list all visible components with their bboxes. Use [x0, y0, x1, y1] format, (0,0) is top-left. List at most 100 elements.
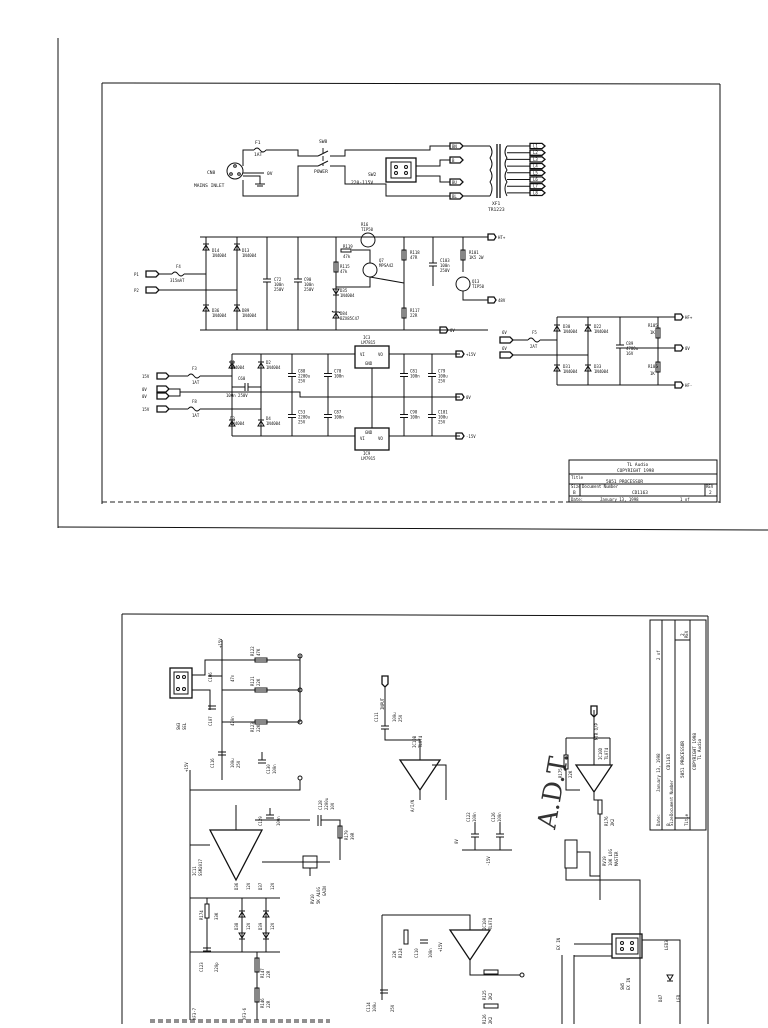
- rv10-ref: RV10: [310, 894, 315, 904]
- q13-part: TIP50: [472, 284, 485, 289]
- fuse-f1-value: 1AT: [254, 152, 263, 158]
- r125-value: 2K2: [488, 992, 493, 1000]
- r124-ref: R124: [398, 948, 403, 958]
- c111-rating: 25V: [398, 714, 403, 722]
- d47-value: LED: [676, 994, 681, 1002]
- heater-rectifier-section: 6V 6V F5 2AT D30 1N4004 D22 1N4004 D31 1…: [499, 313, 693, 389]
- c72-value: 100n: [274, 282, 284, 287]
- rail-b-label: +15V: [438, 942, 443, 952]
- sw5-ref: SW5: [620, 982, 625, 990]
- capacitor-label: 25V: [438, 379, 446, 384]
- handwritten-annotation: A.D.T.: [532, 750, 575, 832]
- node-ain: A/I/N: [410, 799, 415, 812]
- c122-value: 100n: [472, 812, 477, 822]
- d89-ref: D89: [242, 308, 250, 313]
- tb2-copyright: COPYRIGHT 1998: [692, 733, 698, 770]
- q7-part: MPSA42: [379, 263, 394, 268]
- rect1-in-a: P1: [134, 272, 139, 277]
- d1-ref: D1: [230, 360, 235, 365]
- rail-v-minus: -15V: [486, 856, 491, 866]
- tb2-size: B: [666, 823, 672, 826]
- r125-ref: R125: [482, 990, 487, 1000]
- capacitor-label: C88: [298, 369, 306, 374]
- d13-part: 1N4004: [242, 253, 257, 258]
- d31-ref: D31: [563, 364, 571, 369]
- capacitor-label: 2200u: [298, 415, 311, 420]
- d1-part: 1N4004: [230, 365, 245, 370]
- capacitor-label: C79: [438, 369, 446, 374]
- tb2-title-label: Title: [684, 813, 689, 826]
- tb1-doc: CD1163: [632, 490, 648, 496]
- c116-value: 100u: [230, 758, 235, 768]
- r16-ref: R16: [361, 222, 369, 227]
- c126-ref: C126: [491, 812, 496, 822]
- sheet2-content: TL Audio COPYRIGHT 1998 Title 5051 PROCE…: [150, 619, 707, 1024]
- d30-part: 1N4004: [563, 329, 578, 334]
- r119-ref: R119: [343, 244, 353, 249]
- r146-ref: R146: [260, 998, 265, 1008]
- rect1-in-b: P2: [134, 288, 139, 293]
- ic3-ref: IC3: [363, 335, 371, 340]
- r117-ref: R117: [410, 308, 420, 313]
- bipolar-supply-section: 15V 0V 0V 15V F3 1AT F8 1AT D1 1N4004 D2…: [142, 335, 476, 461]
- c114-rating: 25V: [390, 1004, 395, 1012]
- c103-rating: 250V: [440, 268, 450, 273]
- d4-part: 1N4004: [266, 421, 281, 426]
- tb1-date-label: Date:: [571, 497, 583, 502]
- d33-part: 1N4004: [594, 369, 609, 374]
- r126-ref: R126: [482, 1014, 487, 1024]
- r176-ref: R176: [604, 816, 609, 826]
- ic9-gnd: GND: [365, 430, 373, 435]
- c107-ref: C107: [208, 716, 213, 726]
- secondary-tag: [529, 156, 546, 163]
- capacitor-label: 2200u: [298, 374, 311, 379]
- transformer-ref: XF1: [492, 201, 501, 207]
- c123-value: 220p: [214, 962, 219, 972]
- r175-ref: R175: [558, 768, 563, 778]
- capacitor-label: C53: [298, 410, 306, 415]
- ic9-vo: VO: [378, 436, 383, 441]
- rv19-note: MASTER: [614, 851, 619, 866]
- zener-block: D36 12V D37 12V D38 12V D39 12V R174 33K…: [189, 845, 280, 1020]
- r123-value: 22K: [256, 724, 261, 732]
- c111-ref: C111: [374, 712, 379, 722]
- svg-text:BN: BN: [452, 144, 457, 149]
- r115-ref: R115: [340, 264, 350, 269]
- rect3-in-c: 0V: [142, 394, 147, 399]
- rect3-in-a: 15V: [142, 374, 150, 379]
- c128-value: 2200u: [324, 797, 329, 810]
- ic10d-block: R175 22K IC10D TL074 MTR O/P R176 2K2 RV…: [558, 705, 641, 1024]
- rv19-value: 10K LOG: [608, 849, 613, 866]
- c126-value: 100n: [497, 812, 502, 822]
- d2-ref: D2: [266, 360, 271, 365]
- fuse-f8-value: 1AT: [192, 413, 200, 418]
- ic11-ref: IC11: [192, 866, 197, 876]
- r16-part: TIP50: [361, 227, 374, 232]
- ic9-vi: VI: [360, 436, 365, 441]
- sw3-label: SEL: [182, 722, 187, 730]
- r119-value: 47k: [343, 254, 351, 259]
- d36-ref: D36: [212, 308, 220, 313]
- d31-part: 1N4004: [563, 369, 578, 374]
- c114-ref: C114: [366, 1002, 371, 1012]
- tag-xf3-7: XF3-7: [192, 1007, 197, 1020]
- sw5-label: EX IN: [626, 977, 631, 990]
- r174-ref: R174: [199, 910, 204, 920]
- r174-value: 33K: [214, 912, 219, 920]
- rail-v-label: +15V: [184, 762, 189, 772]
- hf-gnd: 0V: [685, 346, 690, 351]
- fuse-f1-ref: F1: [255, 140, 261, 146]
- d2-part: 1N4004: [266, 365, 281, 370]
- ic10b-ref: IC10B: [412, 735, 417, 748]
- tb2-size-label: Size: [669, 816, 674, 826]
- secondary-tag: [529, 169, 546, 177]
- secondary-tag: [529, 176, 546, 183]
- capacitor-label: 25V: [298, 420, 306, 425]
- tb2-date: January 13, 1998: [656, 753, 661, 792]
- svg-text:BL: BL: [452, 194, 457, 199]
- d39b-value: 12V: [270, 922, 275, 930]
- c116-rating: 25V: [236, 760, 241, 768]
- secondary-tag: [529, 162, 546, 170]
- title-block-sheet1: TL Audio COPYRIGHT 1998 Title 5051 PROCE…: [568, 459, 718, 503]
- d39b-ref: D39: [258, 922, 263, 930]
